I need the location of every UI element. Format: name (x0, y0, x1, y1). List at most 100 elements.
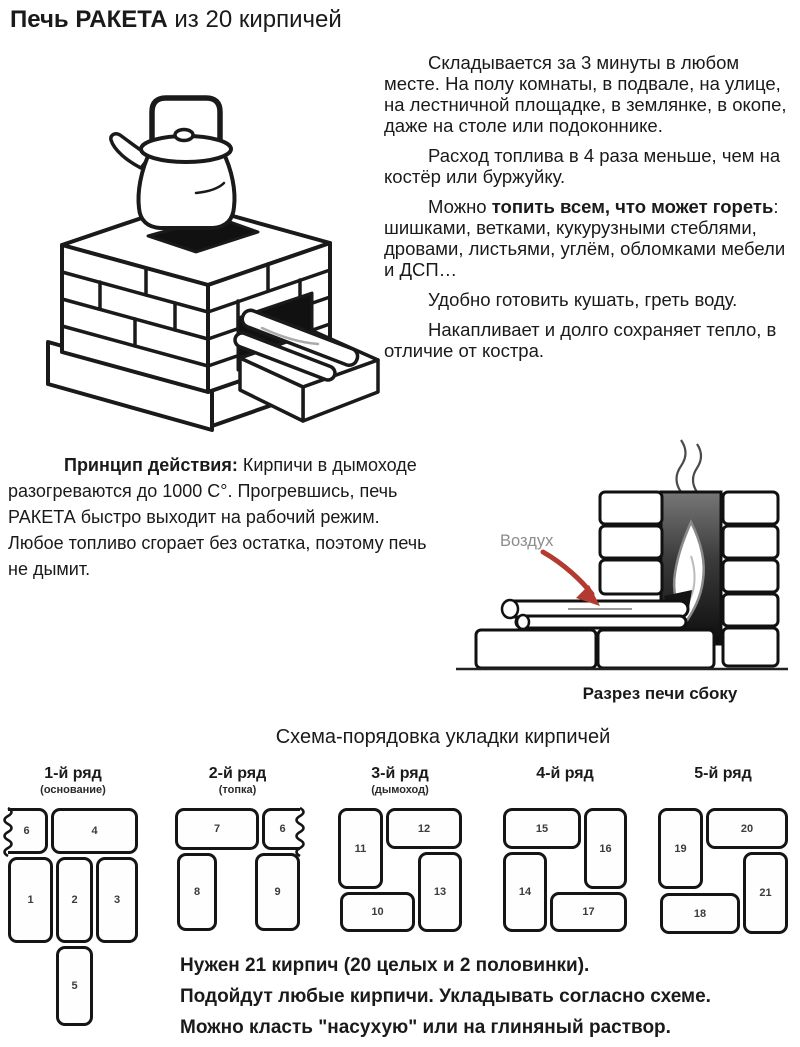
brick-14: 14 (503, 852, 547, 932)
row-5-label: 5-й ряд (694, 765, 752, 782)
brick-number: 17 (582, 906, 595, 918)
brick-3: 3 (96, 857, 138, 943)
brick-number: 4 (91, 825, 98, 837)
row-1-diagram: 6 4 1 2 3 5 (3, 806, 138, 1028)
brick-12: 12 (386, 808, 462, 849)
brick-number: 6 (23, 825, 30, 837)
smoke-icon (675, 439, 703, 493)
brick-19: 19 (658, 808, 703, 889)
scheme-row-5: 5-й ряд 19 20 21 18 (658, 763, 788, 935)
brick-number: 8 (193, 886, 201, 898)
brick-11: 11 (338, 808, 383, 889)
intro-paragraph-4: Удобно готовить кушать, греть воду. (428, 289, 738, 310)
intro-paragraph-3-start: Можно (428, 196, 492, 217)
kettle-handle (149, 95, 223, 145)
footer-line-1: Нужен 21 кирпич (20 целых и 2 половинки)… (180, 955, 590, 976)
brick-number: 7 (213, 823, 221, 835)
cutaway-illustration: Воздух (456, 439, 788, 671)
kettle-spout (109, 132, 152, 170)
row-1-sublabel: (основание) (40, 784, 106, 796)
row-4-sublabel (503, 784, 627, 801)
scheme-row-2: 2-й ряд (топка) 7 6 8 9 (175, 763, 305, 934)
intro-paragraph-3-end: : шишками, ветками, кукурузными стеблями… (384, 196, 786, 280)
brick-4: 4 (51, 808, 138, 854)
row-4-diagram: 15 16 14 17 (503, 808, 627, 934)
brick-5: 5 (56, 946, 93, 1026)
intro-paragraph-2: Расход топлива в 4 раза меньше, чем на к… (384, 145, 781, 187)
brick-18: 18 (660, 893, 740, 934)
brick-6: 6 (3, 806, 48, 858)
scheme-row-3: 3-й ряд (дымоход) 11 12 13 10 (338, 763, 462, 934)
principle-body: Кирпичи в дымоходе разогреваются до 1000… (8, 455, 427, 579)
brick-number: 3 (113, 894, 121, 906)
principle-label: Принцип действия: (64, 455, 238, 475)
footer-line-3: Можно класть "насухую" или на глиняный р… (180, 1017, 671, 1038)
left-brick-column (598, 490, 664, 596)
brick-9: 9 (255, 853, 300, 931)
brick-16: 16 (584, 808, 627, 889)
cutaway-caption: Разрез печи сбоку (582, 684, 738, 703)
brick-number: 9 (274, 886, 281, 898)
row-4-label: 4-й ряд (536, 765, 594, 782)
intro-paragraph-5: Накапливает и долго сохраняет тепло, в о… (384, 319, 777, 361)
brick-number: 16 (599, 842, 612, 855)
brick-number: 12 (417, 822, 431, 835)
brick-number: 21 (759, 887, 772, 899)
brick-number: 2 (71, 894, 78, 906)
intro-paragraph-3: Можно топить всем, что может гореть: шиш… (384, 196, 798, 280)
base-bricks (474, 628, 716, 670)
scheme-title: Схема-порядовка укладки кирпичей (275, 726, 611, 748)
row-3-diagram: 11 12 13 10 (338, 808, 462, 934)
page-title-regular: из 20 кирпичей (167, 6, 342, 33)
row-1-label: 1-й ряд (44, 765, 102, 782)
logs (233, 308, 360, 382)
brick-2: 2 (56, 857, 93, 943)
brick-number: 14 (518, 886, 532, 898)
brick-17: 17 (550, 892, 627, 932)
brick-7: 7 (175, 808, 259, 850)
row-3-sublabel: (дымоход) (371, 784, 429, 796)
page-title: Печь РАКЕТА из 20 кирпичей (10, 6, 342, 34)
row-5-diagram: 19 20 21 18 (658, 808, 788, 935)
right-brick-column (721, 490, 780, 668)
brick-number: 11 (354, 842, 367, 855)
page-title-bold: Печь РАКЕТА (10, 6, 168, 33)
brick-number: 1 (27, 894, 34, 906)
brick-number: 19 (674, 842, 687, 855)
scheme-row-4: 4-й ряд 15 16 14 17 (503, 763, 627, 934)
logs (500, 598, 690, 631)
principle-text: Принцип действия: Кирпичи в дымоходе раз… (8, 452, 440, 582)
brick-20: 20 (706, 808, 788, 849)
brick-8: 8 (177, 853, 217, 931)
brick-15: 15 (503, 808, 581, 849)
torn-edge-icon (3, 806, 13, 858)
intro-paragraph-1: Складывается за 3 минуты в любом месте. … (384, 52, 787, 136)
row-2-sublabel: (топка) (218, 784, 257, 796)
brick-number: 20 (740, 822, 754, 835)
air-label: Воздух (500, 532, 554, 550)
intro-paragraph-3-bold: топить всем, что может гореть (491, 196, 774, 217)
brick-number: 13 (433, 886, 447, 898)
kettle-knob (173, 127, 195, 143)
brick-number: 10 (371, 906, 384, 918)
intro-text: Складывается за 3 минуты в любом месте. … (384, 52, 798, 370)
brick-1: 1 (8, 857, 53, 943)
row-2-label: 2-й ряд (208, 765, 267, 782)
scheme-row-1: 1-й ряд (основание) 6 4 1 2 3 5 (3, 763, 138, 1028)
brick-10: 10 (340, 892, 415, 932)
air-arrow-icon (540, 549, 600, 606)
brick-number: 6 (279, 823, 286, 835)
footer-line-2: Подойдут любые кирпичи. Укладывать согла… (180, 986, 711, 1007)
brick-number: 15 (535, 822, 549, 835)
brick-21: 21 (743, 852, 788, 934)
kettle-icon (109, 95, 237, 230)
brick-6: 6 (262, 806, 305, 858)
brick-number: 5 (71, 980, 78, 992)
footer-notes: Нужен 21 кирпич (20 целых и 2 половинки)… (180, 950, 800, 1043)
row-2-diagram: 7 6 8 9 (175, 806, 305, 934)
row-3-label: 3-й ряд (371, 765, 429, 782)
kettle-body (136, 150, 237, 230)
row-5-sublabel (658, 784, 788, 801)
brick-courses-left (60, 266, 210, 368)
